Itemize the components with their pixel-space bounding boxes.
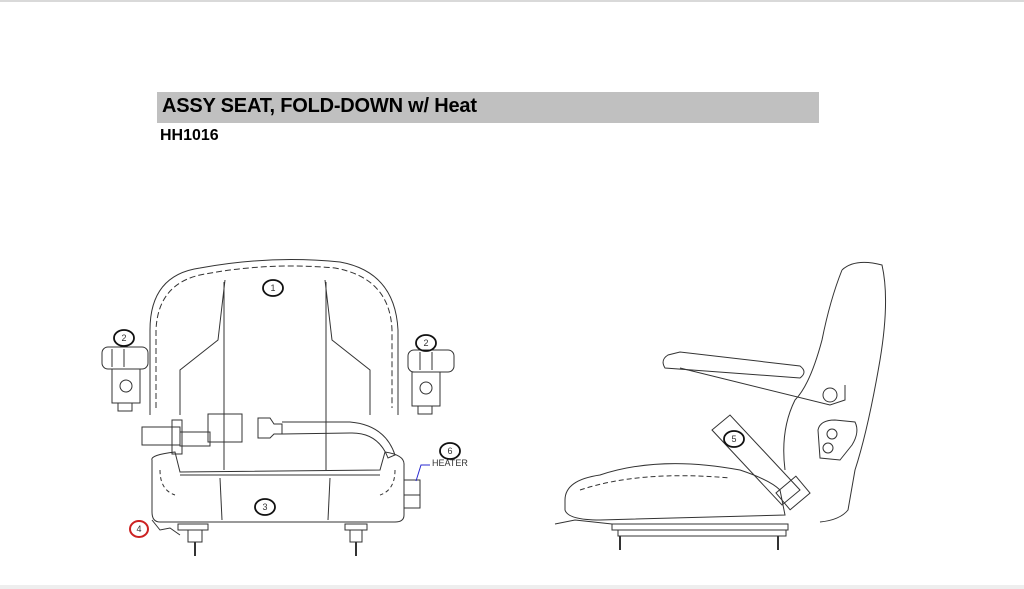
heater-box [403, 479, 421, 509]
armrest-right [407, 349, 455, 415]
callouts: 1 2 2 3 4 5 6 HEATER [113, 279, 745, 538]
seat-belt-side [711, 414, 801, 506]
side-base [554, 519, 789, 550]
svg-text:2: 2 [121, 333, 126, 343]
seat-cushion-outline [151, 451, 405, 523]
heater-leader: HEATER [415, 458, 468, 482]
front-mounts [151, 519, 368, 556]
page-title: ASSY SEAT, FOLD-DOWN w/ Heat [162, 95, 477, 117]
callout-2-right: 2 [415, 334, 437, 352]
seat-belt-front [141, 413, 396, 459]
title-bar [157, 92, 819, 123]
callout-2-left: 2 [113, 329, 135, 347]
part-number: HH1016 [160, 127, 219, 144]
front-view [101, 259, 455, 556]
seat-back-outline [149, 259, 399, 415]
svg-text:HEATER: HEATER [432, 458, 468, 468]
svg-text:6: 6 [447, 446, 452, 456]
svg-text:3: 3 [262, 502, 267, 512]
callout-6: 6 [439, 442, 461, 460]
callout-5: 5 [723, 430, 745, 448]
callout-1: 1 [262, 279, 284, 297]
armrest-left [101, 346, 149, 412]
svg-text:1: 1 [270, 283, 275, 293]
page-top-border [0, 0, 1024, 2]
callout-4: 4 [129, 520, 149, 538]
svg-text:5: 5 [731, 434, 736, 444]
armrest-side [662, 351, 805, 379]
seat-back-side [819, 261, 887, 523]
svg-text:2: 2 [423, 338, 428, 348]
side-view [554, 261, 887, 550]
svg-text:4: 4 [136, 524, 141, 534]
callout-3: 3 [254, 498, 276, 516]
seat-cushion-side [564, 463, 786, 521]
page-bottom-border [0, 585, 1024, 589]
